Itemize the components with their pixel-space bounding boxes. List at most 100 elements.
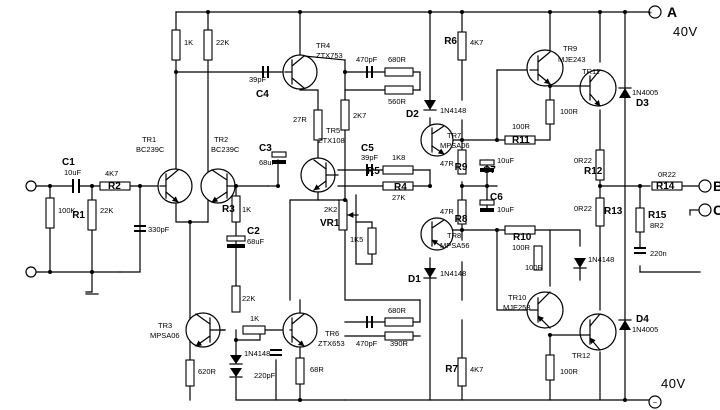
- terminal-b[interactable]: [698, 179, 712, 193]
- capacitor-c6: [479, 199, 495, 212]
- label-d1: D1: [408, 274, 421, 285]
- transistor-tr2: [200, 168, 236, 204]
- label-d4: D4: [636, 314, 649, 325]
- resistor-1k5: [367, 227, 377, 255]
- label-27r: 27R: [293, 115, 307, 124]
- terminal-a-label: A: [667, 4, 677, 20]
- label-r10-value: 100R: [512, 243, 531, 252]
- resistor-r5: [382, 165, 414, 175]
- resistor-r8: [457, 199, 467, 225]
- minus-sign: −: [653, 398, 658, 407]
- capacitor-220pf: [270, 349, 282, 356]
- label-560r: 560R: [388, 97, 407, 106]
- resistors: [45, 29, 683, 387]
- transistor-tr4: [282, 54, 346, 90]
- label-r15-value: 8R2: [650, 221, 664, 230]
- resistor-r4: [382, 181, 414, 191]
- label-d4-value: 1N4005: [632, 325, 658, 334]
- label-c7: C7: [483, 165, 496, 176]
- label-r4: R4: [394, 182, 407, 193]
- terminal-b-label: B: [713, 178, 720, 194]
- capacitor-330pf: [134, 225, 146, 232]
- label-100r-tr9: 100R: [560, 107, 579, 116]
- resistor-r10: [504, 225, 536, 235]
- resistor-r3: [231, 195, 241, 223]
- label-r15: R15: [648, 210, 667, 221]
- terminals: [25, 5, 712, 409]
- transistor-tr5: [300, 157, 339, 193]
- label-r7: R7: [445, 364, 458, 375]
- diodes: [229, 87, 632, 378]
- resistor-68r: [295, 357, 305, 385]
- label-d2: D2: [406, 109, 419, 120]
- diode-1n4148-output: [573, 258, 587, 269]
- label-r12: R12: [584, 166, 603, 177]
- label-r14: R14: [656, 181, 675, 192]
- resistor-560r: [384, 85, 414, 95]
- resistor-r13: [595, 197, 605, 227]
- resistor-27r: [313, 109, 323, 141]
- ground-terminal[interactable]: [25, 266, 37, 278]
- label-tr10: TR10: [508, 293, 526, 302]
- capacitor-470pf-top: [366, 66, 373, 78]
- transistors: [157, 49, 617, 351]
- capacitor-c2: [226, 235, 246, 248]
- label-tr5-part: ZTX108: [318, 136, 345, 145]
- label-390r: 390R: [390, 339, 409, 348]
- capacitor-220n: [634, 247, 646, 254]
- label-1k-mid: 1K: [250, 314, 259, 323]
- label-c7-value: 10uF: [497, 156, 515, 165]
- terminal-a[interactable]: [648, 5, 662, 19]
- resistor-r14: [651, 181, 683, 191]
- capacitor-c7: [479, 159, 495, 172]
- label-r8: R8: [455, 214, 468, 225]
- resistor-2k7: [340, 99, 350, 131]
- terminal-c[interactable]: [698, 203, 712, 217]
- capacitor-c5: [366, 164, 373, 176]
- label-r2: R2: [108, 181, 121, 192]
- label-r5-value: 1K8: [392, 153, 405, 162]
- label-680r-top: 680R: [388, 55, 407, 64]
- label-c4-value: 39pF: [249, 75, 267, 84]
- resistor-390r: [384, 331, 414, 341]
- label-c5-value: 39pF: [361, 153, 379, 162]
- terminal-c-label: C: [713, 202, 720, 218]
- negative-rail-terminal[interactable]: [648, 395, 662, 409]
- positive-rail-label: 40V: [673, 24, 698, 39]
- labels: + − A B C 40V 40V C1 10uF 100K R1 22K R2…: [58, 4, 720, 407]
- label-r6: R6: [444, 36, 457, 47]
- resistor-100k: [45, 197, 55, 229]
- label-tr7: TR7: [447, 131, 461, 140]
- diode-d2: [423, 100, 437, 111]
- capacitor-c1: [72, 179, 80, 193]
- transistor-tr6: [282, 312, 318, 348]
- capacitors: [72, 66, 646, 356]
- label-r3: R3: [222, 204, 235, 215]
- label-c1-value: 10uF: [64, 168, 82, 177]
- label-68r: 68R: [310, 365, 324, 374]
- label-r14-value: 0R22: [658, 170, 676, 179]
- label-r11-value: 100R: [512, 122, 531, 131]
- resistor-100r-bias: [533, 245, 543, 271]
- resistor-r9: [457, 149, 467, 175]
- label-r3-value: 1K: [242, 205, 251, 214]
- transistor-tr3: [185, 312, 226, 348]
- label-vr1-value: 2K2: [324, 205, 337, 214]
- label-tr2: TR2: [214, 135, 228, 144]
- label-d1-value: 1N4148: [440, 269, 466, 278]
- resistor-620r: [185, 359, 195, 387]
- label-470pf-bottom: 470pF: [356, 339, 378, 348]
- plus-sign: +: [648, 8, 653, 17]
- label-100k: 100K: [58, 206, 76, 215]
- label-c2-value: 68uF: [247, 237, 265, 246]
- label-c4: C4: [256, 89, 269, 100]
- diode-bias-1n4148: [229, 355, 243, 378]
- label-c1: C1: [62, 157, 75, 168]
- label-c2: C2: [247, 226, 260, 237]
- label-tr11: TR11: [582, 67, 600, 76]
- input-terminal[interactable]: [25, 180, 37, 192]
- label-470pf-top: 470pF: [356, 55, 378, 64]
- label-d3-value: 1N4005: [632, 88, 658, 97]
- resistor-r15: [635, 207, 645, 233]
- resistor-22k-mid: [231, 285, 241, 313]
